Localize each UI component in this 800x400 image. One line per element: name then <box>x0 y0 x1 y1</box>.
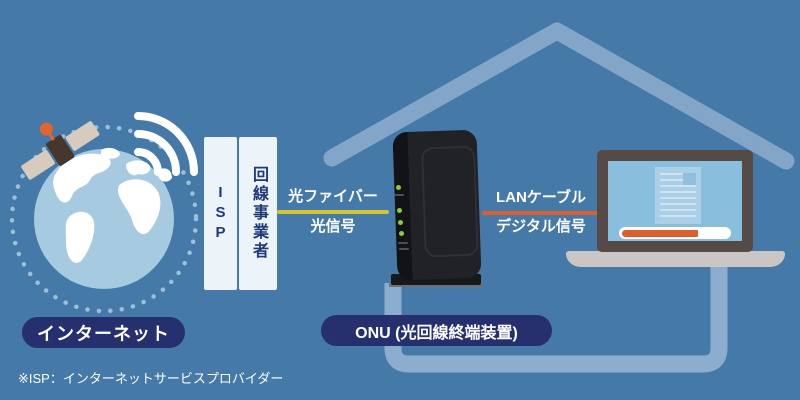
fiber-signal-label: 光信号 <box>310 218 356 235</box>
internet-label-pill: インターネット <box>22 317 185 348</box>
laptop-base <box>566 251 785 267</box>
onu-body <box>392 129 482 281</box>
house-wall <box>384 266 728 373</box>
download-progress-bar <box>619 227 731 239</box>
fiber-line <box>277 210 389 214</box>
onu-label-dash <box>398 242 408 244</box>
lan-cable-label: LANケーブル <box>496 189 586 206</box>
onu-stand-base <box>389 283 483 287</box>
onu-label-dash <box>399 248 409 250</box>
onu-front-panel <box>420 145 479 258</box>
isp-footnote: ※ISP：インターネットサービスプロバイダー <box>18 371 284 386</box>
onu-led <box>396 185 401 190</box>
satellite-icon <box>21 121 100 180</box>
dotted-orbit-circle <box>9 124 199 314</box>
isp-abbr-label: ISP <box>212 183 229 244</box>
wifi-icon <box>134 111 199 176</box>
lan-line <box>482 211 600 215</box>
onu-label: ONU (光回線終端装置) <box>355 324 518 342</box>
isp-box: ISP <box>204 137 237 290</box>
lan-signal-label: デジタル信号 <box>496 218 586 235</box>
carrier-box: 回線事業者 <box>239 137 277 290</box>
onu-led <box>398 220 403 225</box>
onu-label-pill: ONU (光回線終端装置) <box>321 315 552 346</box>
internet-label: インターネット <box>37 323 170 344</box>
document-image-block <box>683 173 696 185</box>
onu-led <box>397 208 402 213</box>
download-progress-fill <box>622 229 698 237</box>
onu-led <box>399 231 404 236</box>
document-on-screen <box>655 167 701 224</box>
onu-label-dash <box>394 194 404 196</box>
house-roof <box>323 22 795 170</box>
onu-device <box>385 129 485 291</box>
fiber-cable-label: 光ファイバー <box>288 188 378 205</box>
onu-stand <box>391 274 481 285</box>
carrier-label: 回線事業者 <box>250 166 267 261</box>
